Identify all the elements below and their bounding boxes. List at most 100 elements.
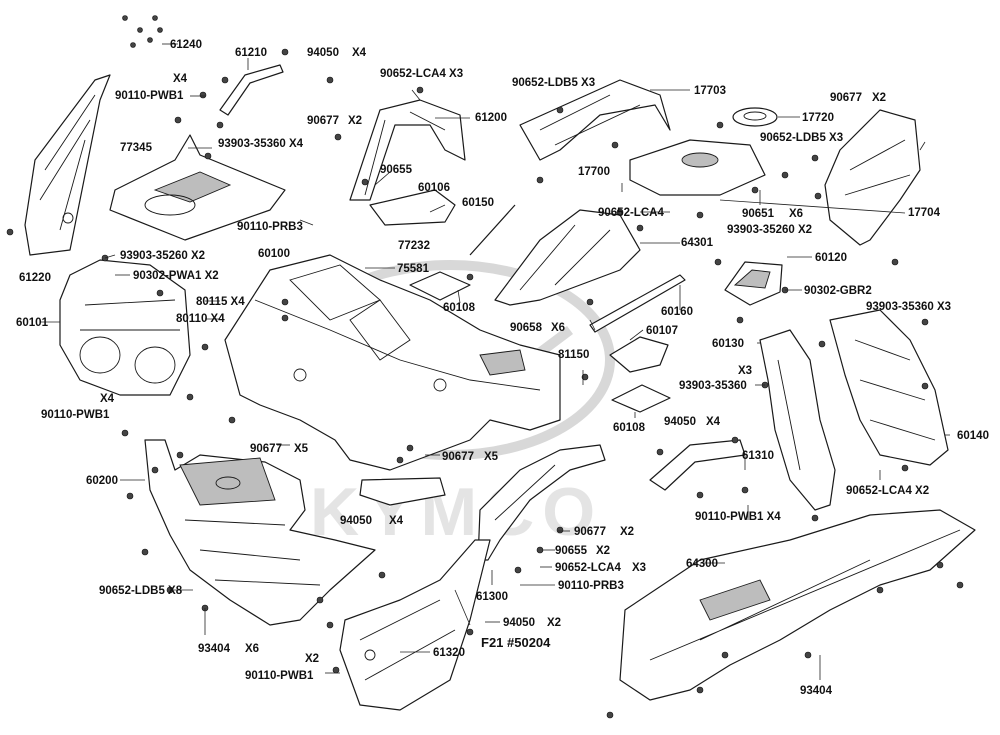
part-60140-side-panel [829, 309, 949, 466]
part-94050-bracket [359, 477, 446, 506]
label-90677: 90677 [830, 92, 862, 104]
part-60200-bumper [144, 439, 376, 626]
label-90652-lca4-x3: 90652-LCA4 X3 [380, 68, 463, 80]
label-60100: 60100 [258, 248, 290, 260]
label-17703: 17703 [694, 85, 726, 97]
label-qty: X5 [294, 443, 309, 455]
label-qty: X3 [738, 365, 752, 377]
label-75581: 75581 [397, 263, 430, 275]
label-60120: 60120 [815, 252, 847, 264]
label-60108: 60108 [443, 302, 476, 314]
label-60107: 60107 [646, 325, 678, 337]
label-17700: 17700 [578, 166, 610, 178]
label-90652-ldb5-x3: 90652-LDB5 X3 [512, 77, 595, 89]
label-60101: 60101 [16, 317, 49, 329]
part-60120-switch-housing [724, 261, 783, 306]
label-qty: X4 [352, 47, 367, 59]
label-qty: X4 [389, 515, 404, 527]
label-90651: 90651 [742, 208, 775, 220]
label-93404: 93404 [198, 643, 231, 655]
label-64300: 64300 [686, 558, 718, 570]
part-60108-pad-b [611, 384, 671, 413]
label-94050: 94050 [307, 47, 339, 59]
label-94050: 94050 [503, 617, 535, 629]
label-80110-x4: 80110 X4 [176, 313, 225, 325]
label-93903-35260-x2: 93903-35260 X2 [120, 250, 205, 262]
label-17720: 17720 [802, 112, 834, 124]
label-61240: 61240 [170, 39, 202, 51]
label-60130: 60130 [712, 338, 744, 350]
label-qty: X6 [789, 208, 803, 220]
label-93903-35360-x3: 93903-35360 X3 [866, 301, 951, 313]
label-qty: X2 [348, 115, 362, 127]
part-61210-bracket [219, 64, 284, 116]
label-qty: X2 [872, 92, 886, 104]
part-61320-side-guard [339, 539, 491, 711]
part-17704-shroud [824, 109, 921, 246]
label-90652-lca4: 90652-LCA4 [555, 562, 621, 574]
label-figure-reference: F21 #50204 [481, 635, 551, 650]
label-90302-pwa1-x2: 90302-PWA1 X2 [133, 270, 219, 282]
part-60150-rod [469, 204, 516, 256]
label-61310: 61310 [742, 450, 774, 462]
part-61220-side-cover [24, 74, 111, 256]
part-17720-cap [732, 107, 778, 127]
label-qty: X4 [706, 416, 721, 428]
label-qty: X2 [305, 653, 319, 665]
label-61210: 61210 [235, 47, 267, 59]
part-60160-strip [589, 274, 686, 333]
part-60107-lid [609, 336, 669, 373]
label-90658: 90658 [510, 322, 543, 334]
label-qty: X6 [245, 643, 259, 655]
label-77345: 77345 [120, 142, 153, 154]
label-17704: 17704 [908, 207, 941, 219]
label-90302-gbr2: 90302-GBR2 [804, 285, 872, 297]
label-90677: 90677 [250, 443, 282, 455]
label-90110-prb3: 90110-PRB3 [237, 221, 303, 233]
leader-lines [40, 43, 950, 680]
label-61220: 61220 [19, 272, 51, 284]
label-81150: 81150 [558, 349, 589, 361]
label-90655: 90655 [380, 164, 413, 176]
label-90110-prb3: 90110-PRB3 [558, 580, 624, 592]
label-90110-pwb1-x4: 90110-PWB1 X4 [695, 511, 781, 523]
part-77345-plate [109, 134, 286, 241]
label-90677: 90677 [442, 451, 474, 463]
watermark-text: KYMCO [310, 474, 603, 550]
label-qty: X6 [551, 322, 565, 334]
label-qty: X4 [100, 393, 115, 405]
part-60108-pad-a [409, 271, 471, 301]
part-64300-skid-plate [619, 509, 976, 701]
label-93404: 93404 [800, 685, 833, 697]
label-90652-lca4: 90652-LCA4 [598, 207, 664, 219]
label-90652-ldb5-x8: 90652-LDB5 X8 [99, 585, 183, 597]
label-90110-pwb1: 90110-PWB1 [41, 409, 110, 421]
label-80115-x4: 80115 X4 [196, 296, 245, 308]
label-qty: X2 [596, 545, 610, 557]
label-60108: 60108 [613, 422, 646, 434]
label-61320: 61320 [433, 647, 465, 659]
label-qty: X2 [620, 526, 634, 538]
label-93903-35360: 93903-35360 [679, 380, 747, 392]
label-94050: 94050 [340, 515, 372, 527]
part-61200-fender [349, 99, 466, 201]
label-90110-pwb1: 90110-PWB1 [115, 90, 184, 102]
label-90655: 90655 [555, 545, 588, 557]
label-90652-lca4-x2: 90652-LCA4 X2 [846, 485, 929, 497]
part-17700-tank-cover [629, 139, 766, 196]
label-77232: 77232 [398, 240, 430, 252]
part-64301-cover [494, 209, 641, 306]
part-17703-rack [519, 79, 671, 161]
label-93903-35260-x2: 93903-35260 X2 [727, 224, 812, 236]
label-qty: X3 [632, 562, 646, 574]
label-90677: 90677 [574, 526, 606, 538]
label-qty: X5 [484, 451, 499, 463]
label-60160: 60160 [661, 306, 693, 318]
label-60150: 60150 [462, 197, 494, 209]
part-60100-front-body [224, 254, 561, 471]
label-61200: 61200 [475, 112, 507, 124]
label-60106: 60106 [418, 182, 450, 194]
part-60130-side-panel [759, 329, 836, 511]
label-93903-35360-x4: 93903-35360 X4 [218, 138, 304, 150]
